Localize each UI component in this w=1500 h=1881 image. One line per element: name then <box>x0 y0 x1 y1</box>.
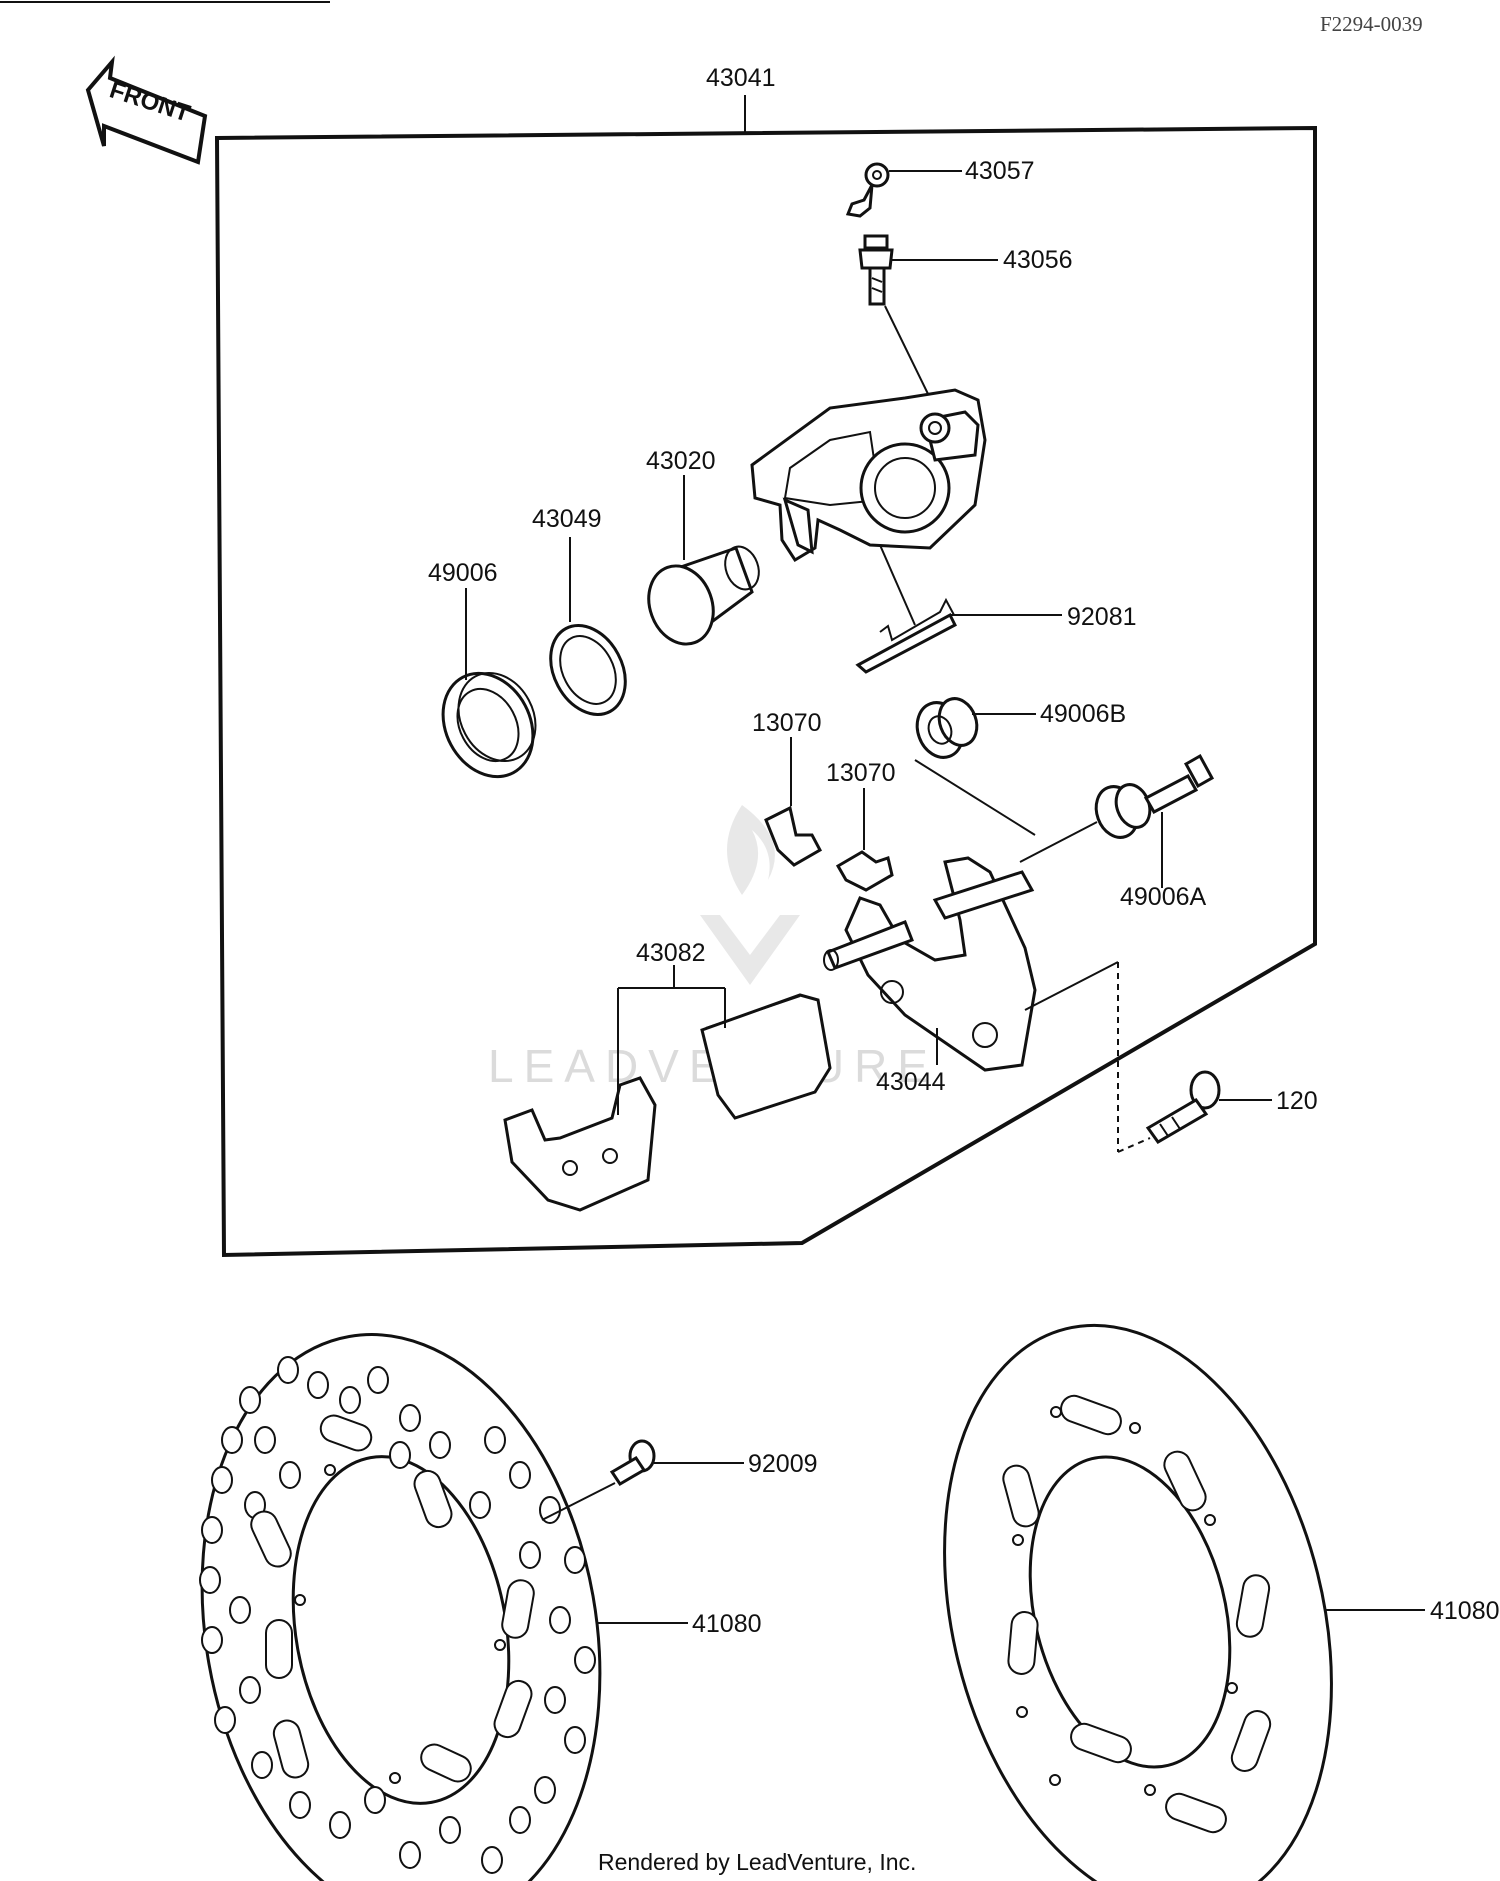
label-43044: 43044 <box>876 1068 946 1096</box>
label-13070-a: 13070 <box>752 709 822 737</box>
label-41080-left: 41080 <box>692 1610 762 1638</box>
caliper-body <box>750 388 987 563</box>
label-43041: 43041 <box>706 64 776 92</box>
part-92081: 92081 <box>855 544 1137 674</box>
part-49006B: 49006B <box>914 697 1126 836</box>
part-43020: 43020 <box>646 447 760 646</box>
part-43044: 43044 <box>823 856 1151 1153</box>
part-92009: 92009 <box>541 1439 818 1521</box>
part-49006A: 49006A <box>1019 753 1215 911</box>
assembly-frame: 43041 <box>214 64 1317 1258</box>
part-49006: 49006 <box>428 559 537 779</box>
drawing-ref: F2294-0039 <box>1320 12 1423 36</box>
label-92009: 92009 <box>748 1450 818 1478</box>
part-120: 120 <box>1145 1070 1318 1144</box>
label-43020: 43020 <box>646 447 716 475</box>
part-41080-right-disc: 41080 <box>943 1323 1500 1881</box>
label-43056: 43056 <box>1003 246 1073 274</box>
part-13070-a: 13070 <box>752 709 823 867</box>
label-120: 120 <box>1276 1087 1318 1115</box>
part-41080-left-disc: 41080 <box>199 1333 762 1881</box>
part-43056: 43056 <box>858 234 1073 399</box>
label-41080-right: 41080 <box>1430 1597 1500 1625</box>
front-arrow-icon: FRONT <box>85 55 208 165</box>
label-49006: 49006 <box>428 559 498 587</box>
label-13070-b: 13070 <box>826 759 896 787</box>
label-43057: 43057 <box>965 157 1035 185</box>
part-13070-b: 13070 <box>826 759 896 892</box>
part-43082: 43082 <box>503 939 832 1212</box>
label-49006A: 49006A <box>1120 883 1207 911</box>
label-43082: 43082 <box>636 939 706 967</box>
label-92081: 92081 <box>1067 603 1137 631</box>
footer-credit: Rendered by LeadVenture, Inc. <box>598 1849 916 1875</box>
label-43049: 43049 <box>532 505 602 533</box>
part-43049: 43049 <box>532 505 627 716</box>
part-43057: 43057 <box>845 157 1035 218</box>
label-49006B: 49006B <box>1040 700 1126 728</box>
